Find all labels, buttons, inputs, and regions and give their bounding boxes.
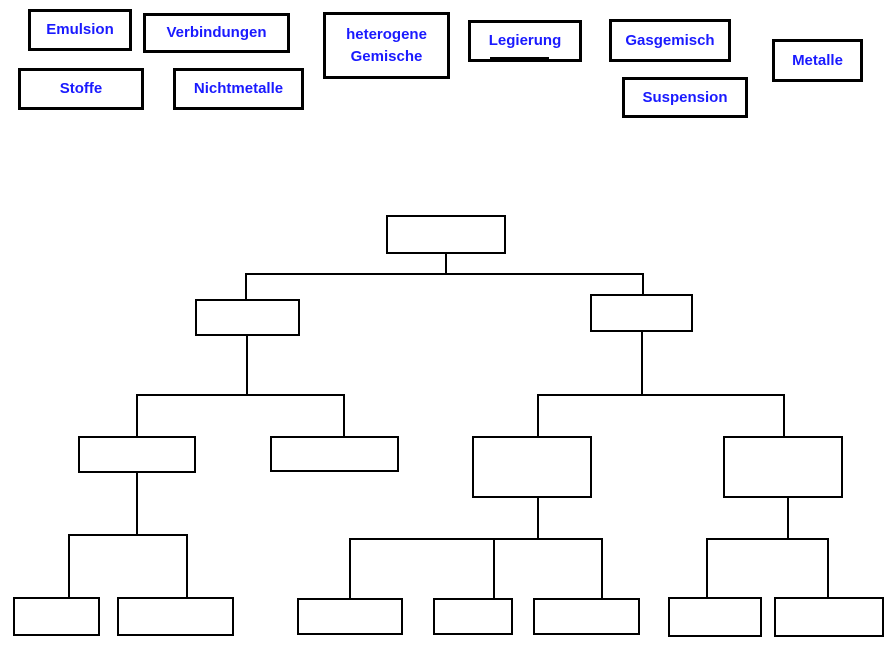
- word-chip-label: Metalle: [792, 51, 843, 69]
- connector-line: [601, 538, 603, 598]
- word-chip-gasgemisch[interactable]: Gasgemisch: [609, 19, 731, 62]
- tree-slot-level3-1[interactable]: [78, 436, 196, 473]
- tree-slot-level4-3[interactable]: [297, 598, 403, 635]
- word-chip-label: Nichtmetalle: [193, 80, 284, 98]
- connector-line: [787, 498, 789, 540]
- word-chip-label: Emulsion: [46, 21, 114, 39]
- connector-line: [246, 336, 248, 396]
- word-chip-verbindungen[interactable]: Verbindungen: [143, 13, 290, 53]
- connector-line: [136, 394, 345, 396]
- word-chip-label: Stoffe: [59, 80, 103, 98]
- connector-line: [783, 394, 785, 436]
- connector-line: [445, 254, 447, 275]
- connector-line: [245, 273, 247, 299]
- word-chip-heterogene-gemische[interactable]: heterogene Gemische: [323, 12, 450, 79]
- word-chip-metalle[interactable]: Metalle: [772, 39, 863, 82]
- word-chip-label: Gasgemisch: [625, 31, 715, 49]
- word-chip-label: Legierung: [488, 32, 562, 50]
- connector-line: [349, 538, 603, 540]
- word-chip-legierung[interactable]: Legierung: [468, 20, 582, 62]
- word-chip-stoffe[interactable]: Stoffe: [18, 68, 144, 110]
- tree-slot-level4-6[interactable]: [668, 597, 762, 637]
- tree-slot-level3-2[interactable]: [270, 436, 399, 472]
- word-chip-label-line1: heterogene: [346, 25, 427, 43]
- connector-line: [537, 394, 785, 396]
- tree-slot-level4-7[interactable]: [774, 597, 884, 637]
- tree-slot-level3-3[interactable]: [472, 436, 592, 498]
- word-chip-suspension[interactable]: Suspension: [622, 77, 748, 118]
- connector-line: [343, 394, 345, 436]
- tree-slot-level4-5[interactable]: [533, 598, 640, 635]
- tree-slot-level4-1[interactable]: [13, 597, 100, 636]
- connector-line: [186, 534, 188, 597]
- connector-line: [642, 273, 644, 294]
- underline-mark: [490, 57, 549, 59]
- connector-line: [349, 538, 351, 598]
- tree-slot-level2-left[interactable]: [195, 299, 300, 336]
- tree-slot-root[interactable]: [386, 215, 506, 254]
- connector-line: [706, 538, 708, 597]
- connector-line: [641, 332, 643, 396]
- connector-line: [827, 538, 829, 597]
- connector-line: [493, 538, 495, 598]
- word-chip-label: Suspension: [642, 88, 728, 106]
- word-chip-emulsion[interactable]: Emulsion: [28, 9, 132, 51]
- tree-slot-level4-4[interactable]: [433, 598, 513, 635]
- word-chip-label: Verbindungen: [166, 24, 267, 42]
- connector-line: [537, 394, 539, 436]
- tree-slot-level2-right[interactable]: [590, 294, 693, 332]
- connector-line: [136, 394, 138, 436]
- tree-slot-level3-4[interactable]: [723, 436, 843, 498]
- tree-slot-level4-2[interactable]: [117, 597, 234, 636]
- connector-line: [68, 534, 70, 597]
- connector-line: [245, 273, 644, 275]
- connector-line: [706, 538, 829, 540]
- connector-line: [136, 473, 138, 536]
- word-chip-nichtmetalle[interactable]: Nichtmetalle: [173, 68, 304, 110]
- connector-line: [68, 534, 188, 536]
- word-chip-label-line2: Gemische: [350, 47, 423, 65]
- connector-line: [537, 498, 539, 540]
